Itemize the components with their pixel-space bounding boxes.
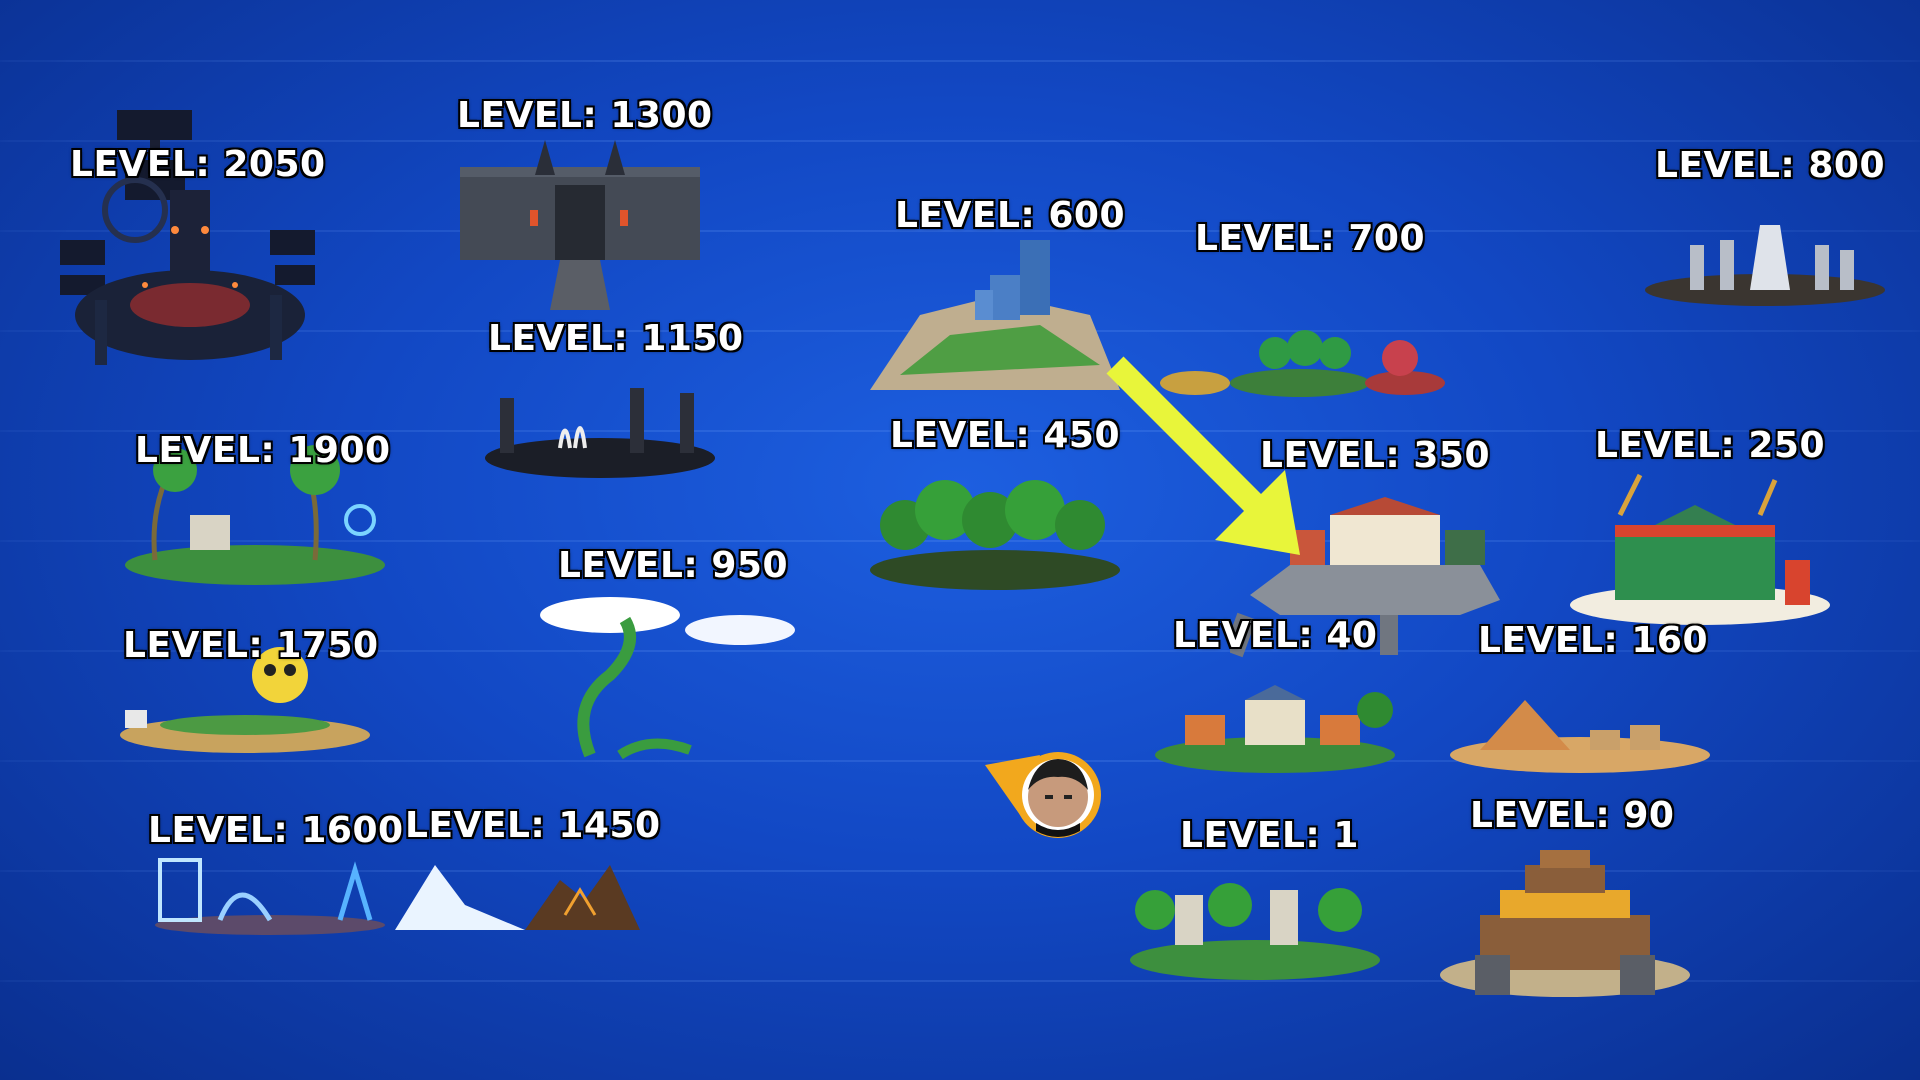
player-marker[interactable] <box>980 745 1105 850</box>
sky-island-icon <box>540 597 795 760</box>
island-level-800[interactable]: LEVEL: 800 <box>1630 145 1900 315</box>
dark-ruins-icon <box>485 388 715 478</box>
town-island-icon <box>1230 497 1500 658</box>
skull-island-icon <box>120 647 370 753</box>
island-level-label: LEVEL: 700 <box>1195 218 1425 259</box>
island-level-1[interactable]: LEVEL: 1 <box>1120 815 1400 985</box>
island-level-label: LEVEL: 800 <box>1655 145 1885 186</box>
underwater-island-icon <box>155 858 385 935</box>
island-level-90[interactable]: LEVEL: 90 <box>1420 795 1710 1010</box>
stone-fortress-icon <box>460 140 700 310</box>
island-level-label: LEVEL: 600 <box>895 195 1125 236</box>
forest-island-icon <box>870 480 1120 590</box>
island-level-700[interactable]: LEVEL: 700 <box>1155 218 1455 403</box>
windmill-island-icon <box>1130 883 1380 980</box>
island-level-450[interactable]: LEVEL: 450 <box>865 415 1135 595</box>
island-level-label: LEVEL: 1900 <box>135 430 391 471</box>
island-level-1600[interactable]: LEVEL: 1600 <box>140 810 420 940</box>
island-level-950[interactable]: LEVEL: 950 <box>530 545 810 760</box>
island-level-1900[interactable]: LEVEL: 1900 <box>115 430 395 590</box>
archipelago-icon <box>1160 330 1445 397</box>
jungle-island-icon <box>125 445 385 585</box>
island-level-label: LEVEL: 1750 <box>123 625 379 666</box>
island-level-label: LEVEL: 950 <box>558 545 788 586</box>
island-level-label: LEVEL: 90 <box>1470 795 1675 836</box>
fortress-ship-icon <box>60 110 315 365</box>
ice-fire-island-icon <box>395 865 640 930</box>
island-level-600[interactable]: LEVEL: 600 <box>860 195 1140 400</box>
island-level-label: LEVEL: 250 <box>1595 425 1825 466</box>
temple-island-icon <box>1440 850 1690 997</box>
island-level-label: LEVEL: 1150 <box>488 318 744 359</box>
island-level-label: LEVEL: 1600 <box>148 810 404 851</box>
island-level-label: LEVEL: 2050 <box>70 144 326 185</box>
island-level-1300[interactable]: LEVEL: 1300 <box>445 95 715 315</box>
island-level-label: LEVEL: 450 <box>890 415 1120 456</box>
island-level-160[interactable]: LEVEL: 160 <box>1440 620 1730 785</box>
island-level-40[interactable]: LEVEL: 40 <box>1145 615 1415 780</box>
island-level-label: LEVEL: 1 <box>1180 815 1359 856</box>
cliff-tower-icon <box>870 240 1120 390</box>
village-island-icon <box>1155 685 1395 773</box>
lighthouse-island-icon <box>1645 225 1885 306</box>
colosseum-island-icon <box>1570 473 1830 625</box>
island-level-1450[interactable]: LEVEL: 1450 <box>395 805 670 940</box>
player-avatar-icon <box>985 752 1101 838</box>
island-level-250[interactable]: LEVEL: 250 <box>1560 425 1850 630</box>
island-level-350[interactable]: LEVEL: 350 <box>1230 435 1530 660</box>
island-level-label: LEVEL: 1450 <box>405 805 661 846</box>
arrow-icon <box>1106 356 1300 555</box>
island-level-label: LEVEL: 40 <box>1173 615 1378 656</box>
island-level-label: LEVEL: 350 <box>1260 435 1490 476</box>
island-level-1750[interactable]: LEVEL: 1750 <box>95 625 385 760</box>
desert-island-icon <box>1450 700 1710 773</box>
island-level-2050[interactable]: LEVEL: 2050 <box>55 80 325 380</box>
island-level-label: LEVEL: 1300 <box>457 95 713 136</box>
island-level-label: LEVEL: 160 <box>1478 620 1708 661</box>
island-level-1150[interactable]: LEVEL: 1150 <box>470 318 743 488</box>
